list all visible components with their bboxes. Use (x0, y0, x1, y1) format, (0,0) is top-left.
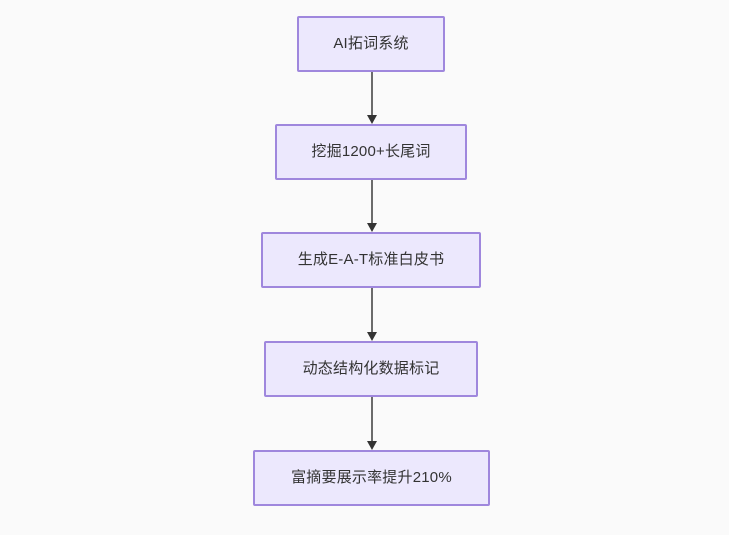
flow-node-rich-snippet-uplift[interactable]: 富摘要展示率提升210% (253, 450, 490, 506)
flow-node-label: 生成E-A-T标准白皮书 (297, 251, 445, 268)
edge-line (371, 180, 373, 224)
flow-node-mine-longtail-keywords[interactable]: 挖掘1200+长尾词 (275, 124, 467, 180)
arrowhead-icon (367, 115, 377, 124)
flow-node-generate-eat-whitepaper[interactable]: 生成E-A-T标准白皮书 (261, 232, 481, 288)
flow-node-label: 富摘要展示率提升210% (291, 469, 452, 486)
arrowhead-icon (367, 441, 377, 450)
edge-line (371, 288, 373, 333)
arrowhead-icon (367, 223, 377, 232)
flow-node-label: AI拓词系统 (333, 35, 409, 52)
edge-line (371, 72, 373, 116)
edge-line (371, 397, 373, 442)
flow-node-dynamic-structured-data[interactable]: 动态结构化数据标记 (264, 341, 478, 397)
flow-node-label: 挖掘1200+长尾词 (311, 143, 431, 160)
flow-node-label: 动态结构化数据标记 (302, 360, 440, 377)
arrowhead-icon (367, 332, 377, 341)
flow-node-ai-keyword-system[interactable]: AI拓词系统 (297, 16, 445, 72)
